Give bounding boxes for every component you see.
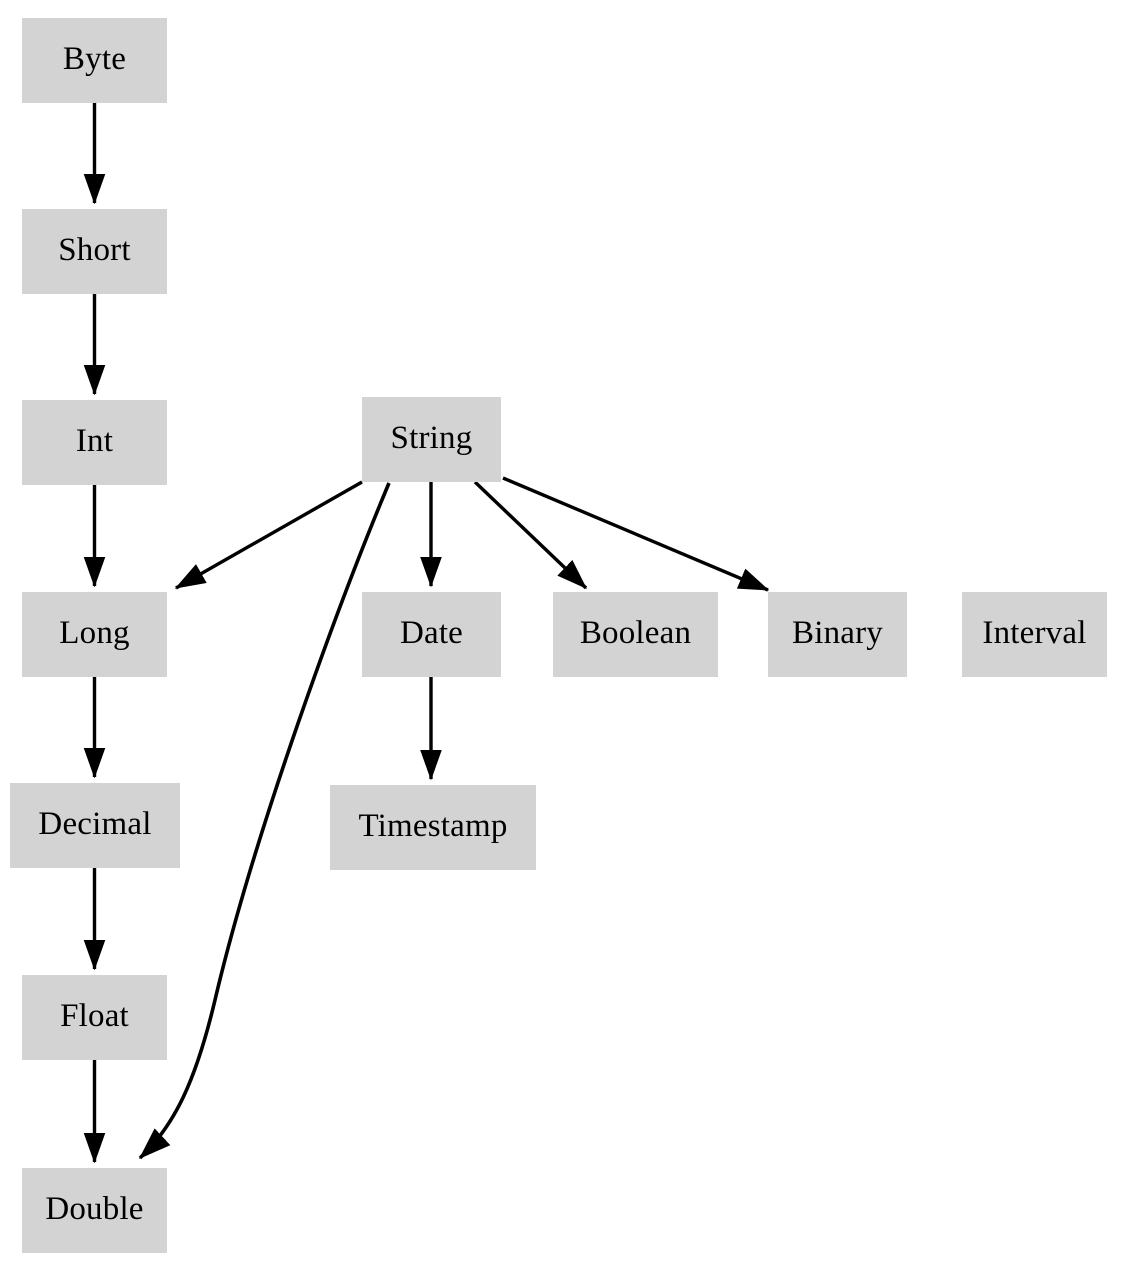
- edge-string-boolean: [473, 480, 588, 590]
- node-float[interactable]: Float: [22, 975, 167, 1060]
- node-interval[interactable]: Interval: [962, 592, 1107, 677]
- node-label: Short: [58, 232, 131, 268]
- node-label: Decimal: [38, 806, 152, 842]
- node-int[interactable]: Int: [22, 400, 167, 485]
- node-string[interactable]: String: [362, 397, 501, 482]
- node-label: Int: [75, 423, 114, 459]
- node-double[interactable]: Double: [22, 1168, 167, 1253]
- node-label: Date: [399, 615, 464, 651]
- node-date[interactable]: Date: [362, 592, 501, 677]
- node-label: Float: [60, 998, 129, 1034]
- node-byte[interactable]: Byte: [22, 18, 167, 103]
- node-label: Double: [45, 1191, 144, 1227]
- node-label: Interval: [982, 615, 1087, 651]
- node-label: Byte: [62, 41, 127, 77]
- node-boolean[interactable]: Boolean: [553, 592, 718, 677]
- edge-string-binary: [502, 476, 770, 592]
- node-timestamp[interactable]: Timestamp: [330, 785, 536, 870]
- node-label: String: [390, 420, 473, 456]
- node-label: Timestamp: [358, 808, 508, 844]
- node-label: Boolean: [579, 615, 692, 651]
- node-decimal[interactable]: Decimal: [10, 783, 180, 868]
- node-short[interactable]: Short: [22, 209, 167, 294]
- node-label: Long: [59, 615, 130, 651]
- node-label: Binary: [791, 615, 883, 651]
- node-binary[interactable]: Binary: [768, 592, 907, 677]
- edge-string-long: [174, 480, 363, 590]
- node-long[interactable]: Long: [22, 592, 167, 677]
